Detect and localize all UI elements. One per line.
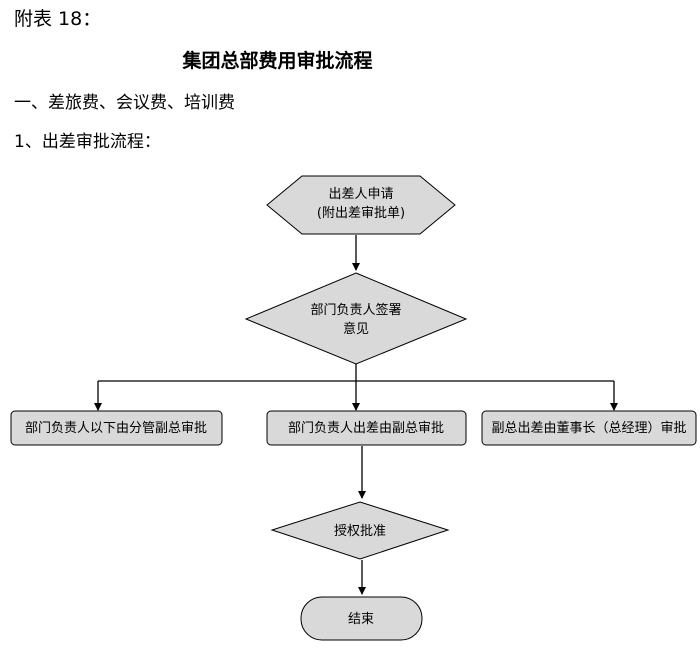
end-label: 结束: [348, 612, 374, 627]
start-label-line2: (附出差审批单): [317, 206, 405, 221]
authorize-label: 授权批准: [334, 523, 386, 539]
decision-label-line2: 意见: [343, 321, 369, 337]
sub-heading: 1、出差审批流程：: [14, 132, 161, 152]
decision-diamond: [244, 272, 468, 365]
branch-label-middle: 部门负责人出差由副总审批: [288, 421, 444, 436]
branch-label-right: 副总出差由董事长（总经理）审批: [491, 421, 686, 436]
branch-box-right: [481, 410, 697, 446]
branch-label-left: 部门负责人以下由分管副总审批: [25, 421, 207, 436]
document-title: 集团总部费用审批流程: [182, 50, 373, 72]
appendix-label: 附表 18：: [14, 8, 102, 30]
start-hexagon: [266, 175, 456, 235]
section-heading: 一、差旅费、会议费、培训费: [14, 93, 235, 113]
end-terminator: [300, 596, 423, 641]
start-label-line1: 出差人申请: [328, 187, 393, 202]
branch-box-middle: [266, 410, 467, 446]
decision-label-line1: 部门负责人签署: [310, 302, 401, 318]
branch-box-left: [10, 410, 223, 446]
authorize-diamond: [270, 501, 450, 560]
